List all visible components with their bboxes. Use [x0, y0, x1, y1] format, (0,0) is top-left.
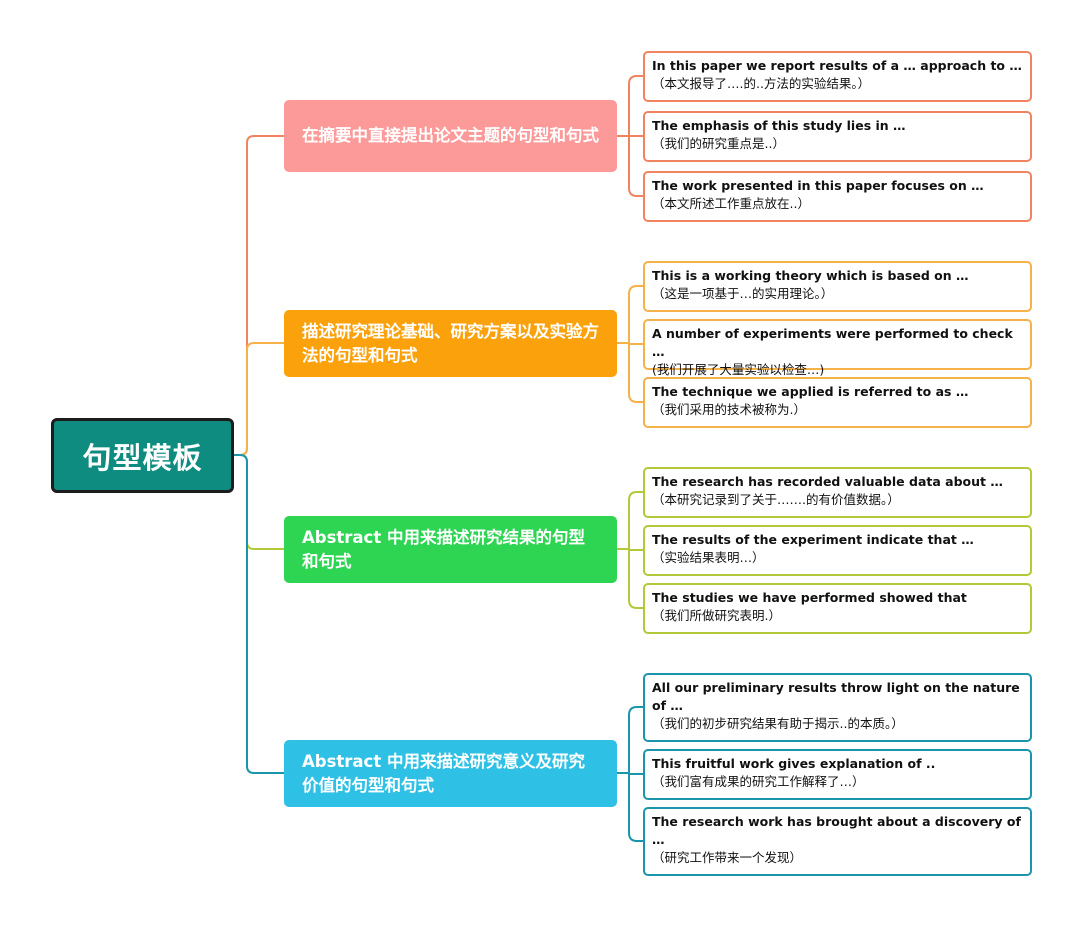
- leaf-english-text: The technique we applied is referred to …: [652, 384, 969, 399]
- leaf-chinese-text: （本研究记录到了关于…….的有价值数据。）: [652, 492, 900, 507]
- leaf-node[interactable]: The research has recorded valuable data …: [643, 467, 1032, 518]
- connector-branch-4-leaves: [617, 706, 643, 842]
- leaf-english-text: The work presented in this paper focuses…: [652, 178, 984, 193]
- branch-label: Abstract 中用来描述研究意义及研究价值的句型和句式: [302, 751, 585, 795]
- branch-node-results[interactable]: Abstract 中用来描述研究结果的句型和句式: [284, 516, 617, 583]
- root-label: 句型模板: [82, 440, 203, 475]
- leaf-node[interactable]: The research work has brought about a di…: [643, 807, 1032, 876]
- connector-root-branch-1: [234, 135, 284, 456]
- leaf-english-text: The emphasis of this study lies in …: [652, 118, 906, 133]
- leaf-node[interactable]: A number of experiments were performed t…: [643, 319, 1032, 377]
- leaf-english-text: In this paper we report results of a … a…: [652, 58, 1022, 73]
- leaf-chinese-text: (我们开展了大量实验以检查…): [652, 362, 825, 377]
- leaf-english-text: The research has recorded valuable data …: [652, 474, 1003, 489]
- connector-root-branch-4: [234, 454, 284, 774]
- leaf-chinese-text: （研究工作带来一个发现）: [652, 850, 803, 865]
- leaf-node[interactable]: The emphasis of this study lies in … （我们…: [643, 111, 1032, 162]
- branch-node-significance[interactable]: Abstract 中用来描述研究意义及研究价值的句型和句式: [284, 740, 617, 807]
- leaf-english-text: This is a working theory which is based …: [652, 268, 969, 283]
- leaf-chinese-text: （我们所做研究表明.）: [652, 608, 781, 623]
- leaf-chinese-text: （我们的初步研究结果有助于揭示..的本质。）: [652, 716, 904, 731]
- leaf-node[interactable]: The work presented in this paper focuses…: [643, 171, 1032, 222]
- leaf-node[interactable]: The studies we have performed showed tha…: [643, 583, 1032, 634]
- leaf-chinese-text: （本文所述工作重点放在..）: [652, 196, 810, 211]
- branch-label: 描述研究理论基础、研究方案以及实验方法的句型和句式: [302, 321, 599, 365]
- leaf-english-text: A number of experiments were performed t…: [652, 326, 1013, 359]
- leaf-chinese-text: （本文报导了….的..方法的实验结果。）: [652, 76, 871, 91]
- leaf-english-text: The research work has brought about a di…: [652, 814, 1021, 847]
- leaf-node[interactable]: The results of the experiment indicate t…: [643, 525, 1032, 576]
- leaf-english-text: All our preliminary results throw light …: [652, 680, 1020, 713]
- leaf-english-text: The studies we have performed showed tha…: [652, 590, 967, 605]
- leaf-chinese-text: （我们的研究重点是..）: [652, 136, 785, 151]
- leaf-chinese-text: （这是一项基于…的实用理论。）: [652, 286, 834, 301]
- leaf-chinese-text: （我们富有成果的研究工作解释了…）: [652, 774, 865, 789]
- leaf-english-text: This fruitful work gives explanation of …: [652, 756, 936, 771]
- connector-root-branch-3: [234, 454, 284, 550]
- leaf-chinese-text: （我们采用的技术被称为.）: [652, 402, 806, 417]
- leaf-node[interactable]: All our preliminary results throw light …: [643, 673, 1032, 742]
- root-node[interactable]: 句型模板: [51, 418, 234, 493]
- leaf-english-text: The results of the experiment indicate t…: [652, 532, 974, 547]
- connector-branch-3-leaves: [617, 491, 643, 609]
- leaf-node[interactable]: This is a working theory which is based …: [643, 261, 1032, 312]
- branch-label: 在摘要中直接提出论文主题的句型和句式: [302, 126, 599, 145]
- leaf-chinese-text: （实验结果表明…）: [652, 550, 765, 565]
- leaf-node[interactable]: This fruitful work gives explanation of …: [643, 749, 1032, 800]
- leaf-node[interactable]: In this paper we report results of a … a…: [643, 51, 1032, 102]
- branch-node-topic-statement[interactable]: 在摘要中直接提出论文主题的句型和句式: [284, 100, 617, 172]
- branch-label: Abstract 中用来描述研究结果的句型和句式: [302, 527, 585, 571]
- connector-root-branch-2: [234, 342, 284, 456]
- connector-branch-1-leaves: [617, 75, 643, 197]
- leaf-node[interactable]: The technique we applied is referred to …: [643, 377, 1032, 428]
- connector-branch-2-leaves: [617, 285, 643, 403]
- branch-node-theory-methods[interactable]: 描述研究理论基础、研究方案以及实验方法的句型和句式: [284, 310, 617, 377]
